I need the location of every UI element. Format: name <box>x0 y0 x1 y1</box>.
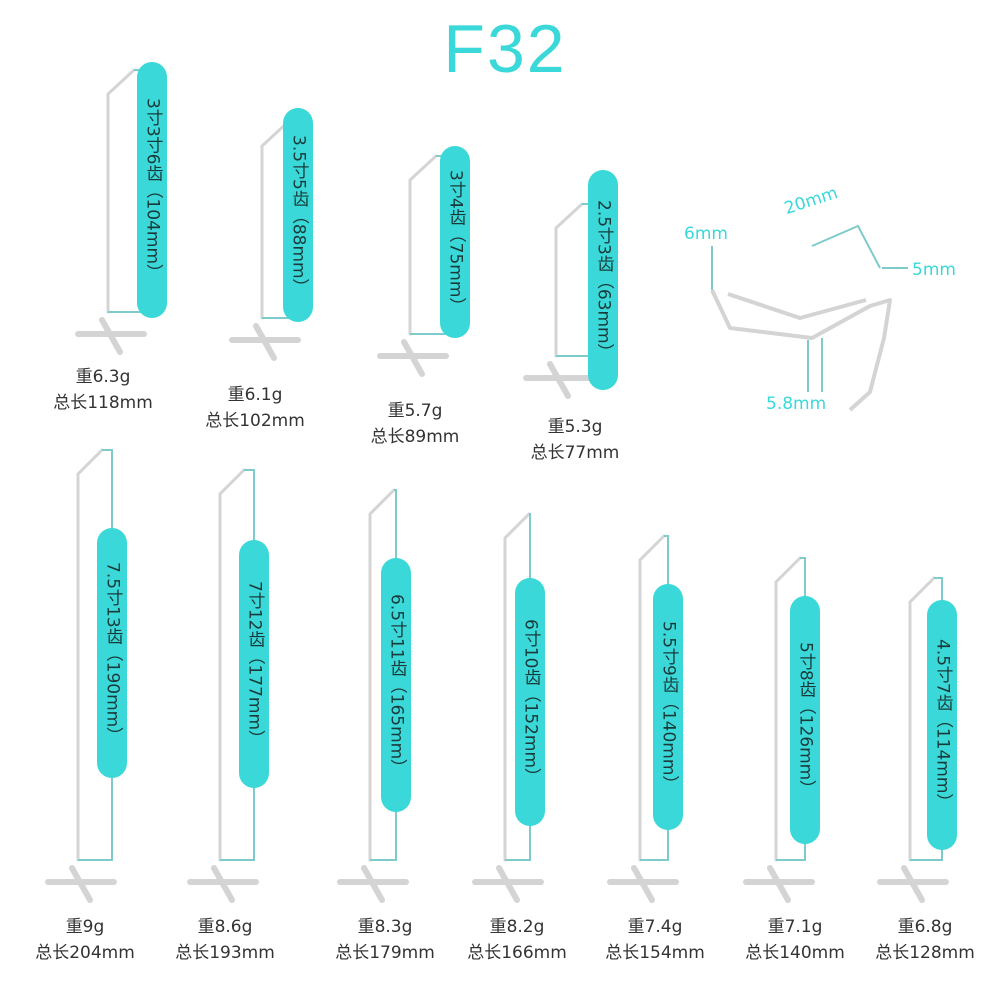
spec-text-10: 5寸8齿（126mm） <box>795 642 816 798</box>
dim-line-20mm <box>811 224 881 269</box>
spec-text-5: 7.5寸13齿（190mm） <box>102 561 123 745</box>
pick-handle-8 <box>472 865 544 903</box>
spec-text-4: 2.5寸3齿（63mm） <box>593 199 614 361</box>
spec-pill-7: 6.5寸11齿（165mm） <box>381 558 411 812</box>
pick-weight-1: 重6.3g <box>75 367 131 387</box>
pick-shaft-1 <box>106 68 136 314</box>
spec-pill-9: 5.5寸9齿（140mm） <box>653 584 683 830</box>
pick-caption-1: 重6.3g 总长118mm <box>38 364 168 416</box>
spec-text-9: 5.5寸9齿（140mm） <box>658 621 679 793</box>
spec-text-6: 7寸12齿（177mm） <box>244 580 265 747</box>
pick-length-4: 总长77mm <box>530 443 620 463</box>
pick-handle-3 <box>377 339 449 377</box>
spec-text-3: 3寸4齿（75mm） <box>445 169 466 315</box>
dim-label-5p8mm: 5.8mm <box>766 394 827 414</box>
spec-pill-11: 4.5寸7齿（114mm） <box>927 600 957 850</box>
pick-length-9: 总长154mm <box>605 943 705 963</box>
pick-length-3: 总长89mm <box>370 427 460 447</box>
pick-weight-2: 重6.1g <box>227 385 283 405</box>
dim-label-6mm: 6mm <box>684 224 728 244</box>
pick-handle-10 <box>743 865 815 903</box>
pick-shaft-8 <box>503 512 531 862</box>
spec-pill-5: 7.5寸13齿（190mm） <box>97 528 127 778</box>
pick-shaft-9 <box>638 534 666 862</box>
spec-text-7: 6.5寸11齿（165mm） <box>386 593 407 777</box>
pick-length-6: 总长193mm <box>175 943 275 963</box>
pick-weight-5: 重9g <box>65 917 105 937</box>
pick-tip-outline <box>710 289 892 412</box>
pick-weight-3: 重5.7g <box>387 401 443 421</box>
spec-text-2: 3.5寸5齿（88mm） <box>288 134 309 296</box>
pick-caption-3: 重5.7g 总长89mm <box>350 398 480 450</box>
pick-weight-6: 重8.6g <box>197 917 253 937</box>
pick-caption-7: 重8.3g 总长179mm <box>320 914 450 966</box>
pick-caption-6: 重8.6g 总长193mm <box>160 914 290 966</box>
pick-weight-10: 重7.1g <box>767 917 823 937</box>
pick-shaft-6 <box>218 468 246 862</box>
page-title: F32 <box>443 11 567 87</box>
spec-text-11: 4.5寸7齿（114mm） <box>932 639 953 811</box>
pick-shaft-2 <box>260 120 290 320</box>
spec-pill-2: 3.5寸5齿（88mm） <box>283 108 313 322</box>
pick-handle-2 <box>229 323 301 361</box>
spec-pill-10: 5寸8齿（126mm） <box>790 596 820 844</box>
pick-weight-8: 重8.2g <box>489 917 545 937</box>
pick-caption-8: 重8.2g 总长166mm <box>452 914 582 966</box>
pick-handle-7 <box>337 865 409 903</box>
spec-pill-1: 3寸3寸6齿（104mm） <box>137 62 167 318</box>
pick-length-7: 总长179mm <box>335 943 435 963</box>
pick-length-1: 总长118mm <box>53 393 153 413</box>
pick-length-2: 总长102mm <box>205 411 305 431</box>
pick-caption-5: 重9g 总长204mm <box>20 914 150 966</box>
pick-caption-4: 重5.3g 总长77mm <box>510 414 640 466</box>
pick-shaft-11 <box>908 576 936 862</box>
pick-handle-4 <box>523 361 595 399</box>
pick-weight-4: 重5.3g <box>547 417 603 437</box>
spec-pill-3: 3寸4齿（75mm） <box>440 146 470 338</box>
pick-handle-6 <box>187 865 259 903</box>
pick-length-8: 总长166mm <box>467 943 567 963</box>
pick-shaft-5 <box>76 448 104 862</box>
pick-shaft-10 <box>774 556 802 862</box>
spec-pill-4: 2.5寸3齿（63mm） <box>588 170 618 390</box>
pick-caption-9: 重7.4g 总长154mm <box>590 914 720 966</box>
spec-text-1: 3寸3寸6齿（104mm） <box>142 98 163 282</box>
pick-shaft-3 <box>408 154 438 336</box>
spec-text-8: 6寸10齿（152mm） <box>520 618 541 785</box>
pick-handle-5 <box>45 865 117 903</box>
pick-caption-10: 重7.1g 总长140mm <box>730 914 860 966</box>
pick-handle-1 <box>75 317 147 355</box>
pick-caption-11: 重6.8g 总长128mm <box>860 914 990 966</box>
pick-tip-upper <box>727 292 867 320</box>
pick-shaft-7 <box>368 488 396 862</box>
dim-label-5mm: 5mm <box>912 260 956 280</box>
pick-caption-2: 重6.1g 总长102mm <box>190 382 320 434</box>
pick-length-10: 总长140mm <box>745 943 845 963</box>
pick-weight-7: 重8.3g <box>357 917 413 937</box>
pick-length-11: 总长128mm <box>875 943 975 963</box>
pick-handle-9 <box>607 865 679 903</box>
spec-pill-6: 7寸12齿（177mm） <box>239 540 269 788</box>
pick-handle-11 <box>877 865 949 903</box>
pick-length-5: 总长204mm <box>35 943 135 963</box>
pick-shaft-4 <box>554 202 584 358</box>
spec-pill-8: 6寸10齿（152mm） <box>515 578 545 826</box>
pick-weight-11: 重6.8g <box>897 917 953 937</box>
pick-weight-9: 重7.4g <box>627 917 683 937</box>
